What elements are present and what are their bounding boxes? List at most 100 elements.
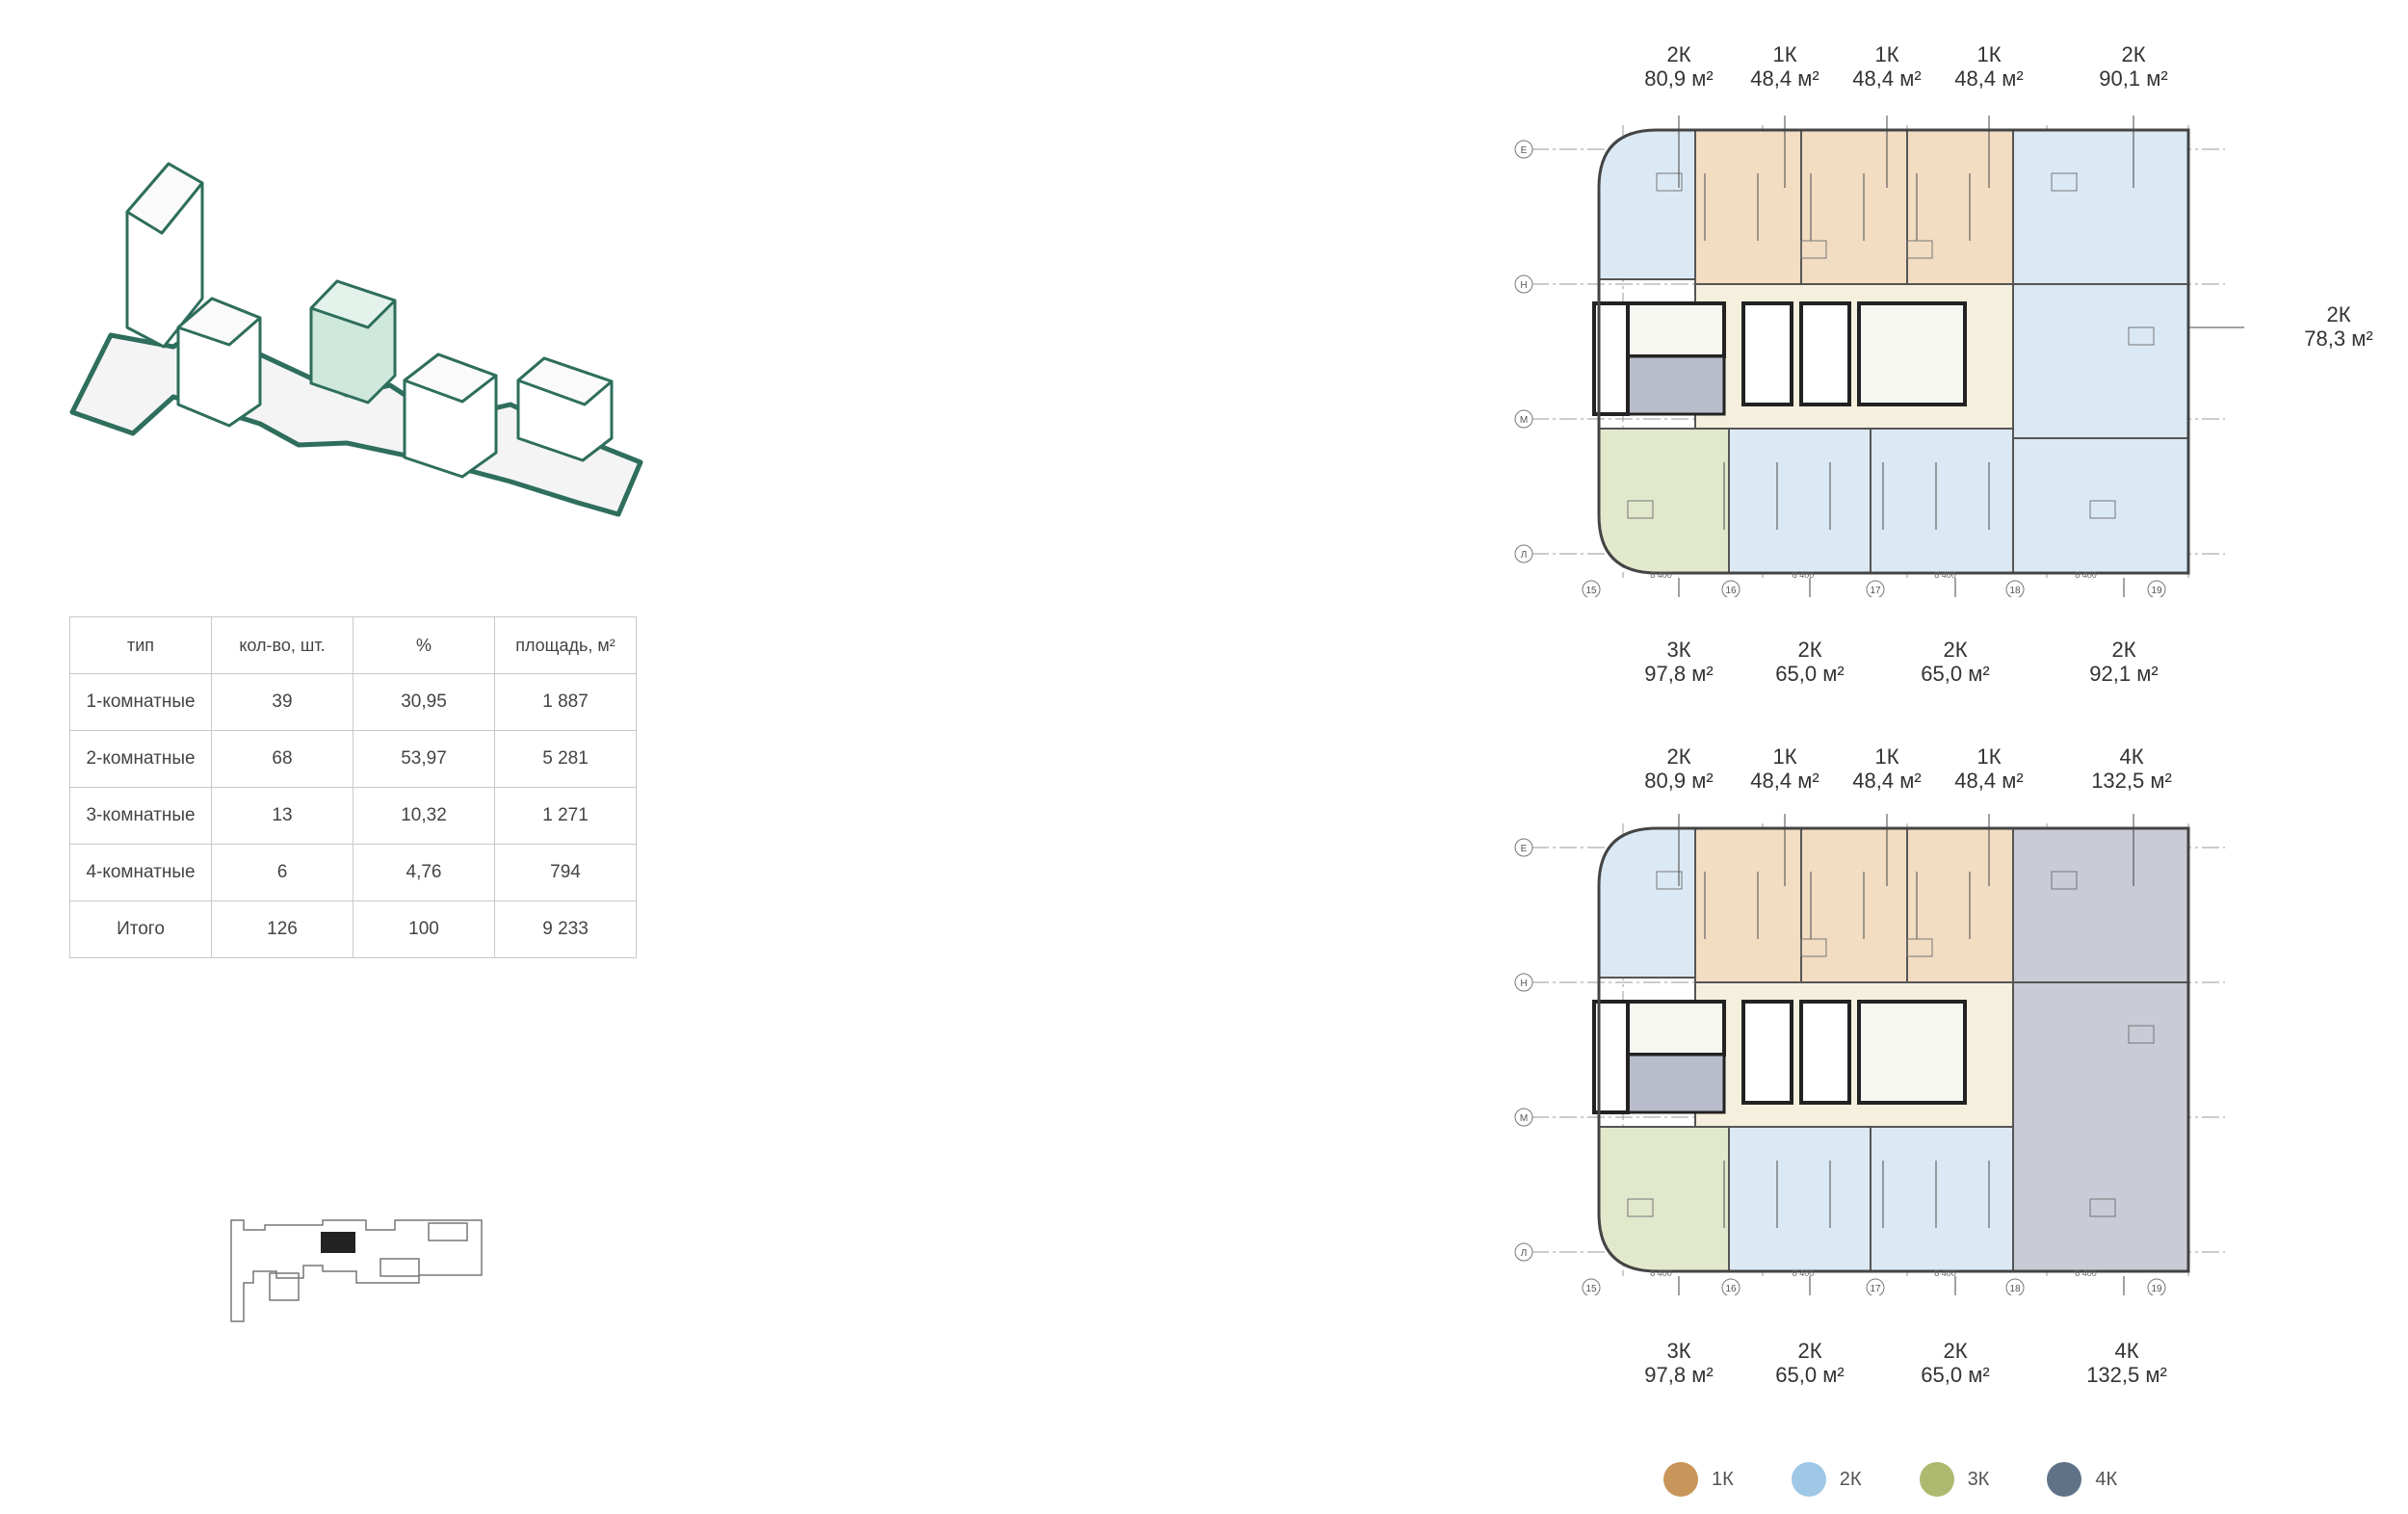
furniture xyxy=(1656,172,1683,192)
lift xyxy=(1741,1000,1793,1105)
axis-bubble xyxy=(1866,1278,1885,1295)
table-cell: 4-комнатные xyxy=(69,844,212,901)
outer-wall xyxy=(1597,128,2190,575)
legend-swatch-4k xyxy=(2047,1462,2082,1497)
dimension-label: 8 400 xyxy=(2075,570,2097,580)
furniture xyxy=(1906,240,1933,259)
table-cell: 30,95 xyxy=(353,673,495,731)
axis-label: Н xyxy=(1520,280,1527,291)
axis-label: 17 xyxy=(1870,1284,1881,1294)
legend: 1К 2К 3К 4К xyxy=(1663,1462,2117,1497)
axis-bubble xyxy=(1582,580,1601,597)
table-header-cell: площадь, м² xyxy=(494,616,637,674)
axis-bubble xyxy=(1721,580,1741,597)
axis-label: Л xyxy=(1521,1248,1528,1259)
table-cell: 10,32 xyxy=(353,787,495,845)
legend-swatch-3k xyxy=(1919,1462,1954,1497)
table-header-cell: % xyxy=(353,616,495,674)
legend-label: 1К xyxy=(1712,1468,1734,1490)
table-cell: Итого xyxy=(69,901,212,958)
axis-bubble xyxy=(1514,1108,1533,1127)
axis-label: Л xyxy=(1521,550,1528,561)
table-cell: 2-комнатные xyxy=(69,730,212,788)
axis-label: 19 xyxy=(2151,586,2162,596)
axis-label: М xyxy=(1520,1113,1528,1124)
dimension-label: 8 400 xyxy=(1793,570,1815,580)
unit-4k xyxy=(2012,981,2189,1272)
axis-label: 18 xyxy=(2009,1284,2021,1294)
table-cell: 39 xyxy=(211,673,353,731)
table-cell: 1 271 xyxy=(494,787,637,845)
axis-bubble xyxy=(1514,274,1533,294)
key-site-plan xyxy=(230,1219,483,1322)
furniture xyxy=(2051,172,2078,192)
table-header-row: тип кол-во, шт. % площадь, м² xyxy=(69,616,637,674)
axis-bubble xyxy=(2147,1278,2166,1295)
stair xyxy=(1857,1000,1967,1105)
outer-wall xyxy=(1597,826,2190,1273)
stair xyxy=(1626,301,1726,358)
axis-bubble xyxy=(1721,1278,1741,1295)
stair xyxy=(1857,301,1967,406)
axis-label: 16 xyxy=(1725,586,1737,596)
table-row-total: Итого 126 100 9 233 xyxy=(69,901,637,958)
axis-bubble xyxy=(2005,580,2025,597)
table-row: 1-комнатные 39 30,95 1 887 xyxy=(69,673,637,731)
dimension-label: 8 400 xyxy=(1934,1268,1956,1278)
axis-label: Н xyxy=(1520,979,1527,989)
table-row: 3-комнатные 13 10,32 1 271 xyxy=(69,787,637,845)
legend-swatch-1k xyxy=(1663,1462,1698,1497)
table-header-cell: кол-во, шт. xyxy=(211,616,353,674)
legend-label: 3К xyxy=(1967,1468,1990,1490)
table-row: 2-комнатные 68 53,97 5 281 xyxy=(69,730,637,788)
dimension-label: 8 400 xyxy=(1793,1268,1815,1278)
axis-bubble xyxy=(1514,140,1533,159)
axis-bubble xyxy=(1514,973,1533,992)
axis-label: 15 xyxy=(1585,586,1597,596)
furniture xyxy=(1800,240,1827,259)
table-cell: 4,76 xyxy=(353,844,495,901)
unit-2k xyxy=(1598,827,1696,979)
legend-label: 4К xyxy=(2095,1468,2118,1490)
table-cell: 53,97 xyxy=(353,730,495,788)
table-cell: 13 xyxy=(211,787,353,845)
dimension-label: 8 400 xyxy=(1934,570,1956,580)
axis-label: 16 xyxy=(1725,1284,1737,1294)
table-cell: 794 xyxy=(494,844,637,901)
lift xyxy=(1799,1000,1851,1105)
axis-bubble xyxy=(1866,580,1885,597)
axis-label: 15 xyxy=(1585,1284,1597,1294)
table-cell: 68 xyxy=(211,730,353,788)
legend-label: 2К xyxy=(1839,1468,1862,1490)
axis-bubble xyxy=(1514,1242,1533,1262)
stair xyxy=(1626,1000,1726,1057)
axis-label: Е xyxy=(1521,145,1528,156)
unit-3k xyxy=(1598,1126,1730,1272)
furniture xyxy=(1627,1198,1654,1217)
unit-4k xyxy=(2012,827,2189,983)
table-cell: 126 xyxy=(211,901,353,958)
unit-3k xyxy=(1598,428,1730,574)
table-cell: 5 281 xyxy=(494,730,637,788)
axis-label: 17 xyxy=(1870,586,1881,596)
furniture xyxy=(2089,500,2116,519)
unit-2k xyxy=(2012,129,2189,285)
table-cell: 1 887 xyxy=(494,673,637,731)
dimension-label: 8 400 xyxy=(2075,1268,2097,1278)
